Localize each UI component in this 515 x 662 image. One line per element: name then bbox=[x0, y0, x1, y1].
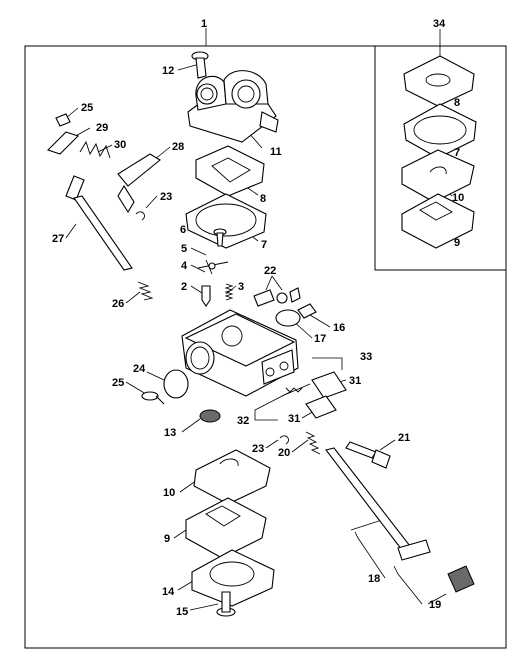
callout-5: 5 bbox=[181, 243, 187, 255]
cap-17 bbox=[275, 309, 301, 327]
callout-15: 15 bbox=[176, 606, 188, 618]
spring-20 bbox=[305, 431, 321, 455]
callout-3: 3 bbox=[238, 281, 244, 293]
leader-lines bbox=[65, 28, 453, 611]
pump-diaphragm-10 bbox=[193, 449, 271, 505]
callout-33: 33 bbox=[360, 351, 372, 363]
filter-13 bbox=[199, 409, 221, 423]
callout-4: 4 bbox=[181, 260, 188, 272]
callout-32: 32 bbox=[237, 415, 249, 427]
clip-23-upper bbox=[135, 211, 145, 221]
spring-26 bbox=[137, 281, 154, 301]
callout-13: 13 bbox=[164, 427, 176, 439]
callout-1: 1 bbox=[201, 18, 207, 30]
kit-inset-frame bbox=[374, 45, 507, 271]
choke-shaft-27 bbox=[65, 175, 133, 271]
jet-31-lower bbox=[305, 395, 337, 419]
needle-2 bbox=[201, 285, 211, 307]
callout-23: 23 bbox=[252, 443, 264, 455]
carburetor-top-housing bbox=[187, 70, 279, 143]
callout-8: 8 bbox=[454, 97, 460, 109]
callout-19: 19 bbox=[429, 599, 441, 611]
clip-23-lower bbox=[279, 435, 289, 445]
callout-34: 34 bbox=[433, 18, 446, 30]
lever-29 bbox=[46, 131, 80, 155]
valve-22 bbox=[253, 287, 301, 307]
valve-plate-24 bbox=[163, 369, 189, 399]
screw-21 bbox=[345, 441, 391, 469]
callout-12: 12 bbox=[162, 65, 174, 77]
callout-26: 26 bbox=[112, 298, 124, 310]
screw-25-lower bbox=[141, 391, 165, 405]
callout-24: 24 bbox=[133, 363, 146, 375]
spring-30 bbox=[79, 140, 111, 159]
callout-22: 22 bbox=[264, 265, 276, 277]
sleeve-19 bbox=[447, 565, 475, 593]
callout-7: 7 bbox=[454, 147, 460, 159]
callout-16: 16 bbox=[333, 322, 345, 334]
callout-31: 31 bbox=[288, 413, 300, 425]
callout-23: 23 bbox=[160, 191, 172, 203]
kit-gasket-9 bbox=[401, 193, 475, 249]
callout-2: 2 bbox=[181, 281, 187, 293]
callout-17: 17 bbox=[314, 333, 326, 345]
cover-14 bbox=[191, 549, 275, 607]
callout-6: 6 bbox=[180, 224, 186, 236]
callout-7: 7 bbox=[261, 239, 267, 251]
callout-27: 27 bbox=[52, 233, 64, 245]
callout-8: 8 bbox=[260, 193, 266, 205]
gasket-9 bbox=[185, 497, 267, 559]
callout-29: 29 bbox=[96, 122, 108, 134]
callout-9: 9 bbox=[454, 237, 460, 249]
jet-31-upper bbox=[311, 371, 347, 399]
kit-pump-diaphragm-10 bbox=[401, 149, 475, 203]
callout-18: 18 bbox=[368, 573, 380, 585]
spring-3 bbox=[224, 283, 234, 301]
kit-gasket-8 bbox=[403, 55, 475, 107]
callout-10: 10 bbox=[163, 487, 175, 499]
callout-14: 14 bbox=[162, 586, 175, 598]
kit-diaphragm-7 bbox=[403, 103, 477, 159]
callout-20: 20 bbox=[278, 447, 290, 459]
callout-10: 10 bbox=[452, 192, 464, 204]
diaphragm-7 bbox=[185, 193, 267, 249]
callout-30: 30 bbox=[114, 139, 126, 151]
callout-25: 25 bbox=[81, 102, 93, 114]
carburetor-body bbox=[181, 309, 299, 397]
throttle-shaft-18 bbox=[325, 447, 431, 561]
screw-12 bbox=[191, 51, 209, 79]
screw-6 bbox=[213, 228, 227, 247]
screw-25-upper bbox=[55, 113, 71, 127]
plug-16 bbox=[297, 303, 317, 319]
lever-28 bbox=[117, 153, 161, 214]
callout-31: 31 bbox=[349, 375, 361, 387]
gasket-8 bbox=[195, 145, 265, 197]
needle-32 bbox=[281, 383, 311, 397]
callout-21: 21 bbox=[398, 432, 410, 444]
callout-9: 9 bbox=[164, 533, 170, 545]
screw-15 bbox=[216, 591, 236, 617]
callout-25: 25 bbox=[112, 377, 124, 389]
callout-28: 28 bbox=[172, 141, 184, 153]
callout-11: 11 bbox=[270, 146, 282, 158]
callout-labels: 1 12 25 29 30 28 11 8 23 6 7 27 5 4 22 2… bbox=[52, 18, 464, 618]
